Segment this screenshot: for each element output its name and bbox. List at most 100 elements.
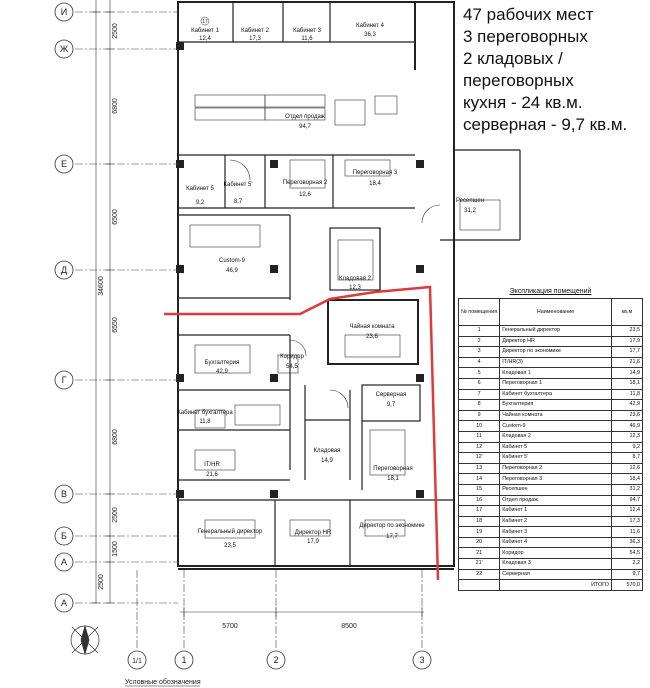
room-area: 31,2: [464, 208, 476, 214]
table-cell: 1: [457, 325, 501, 337]
table-cell: 21,6: [611, 356, 643, 369]
table-cell: 31,2: [611, 483, 643, 496]
table-cell: 6: [457, 377, 501, 390]
axis-label-col: 3: [419, 655, 424, 665]
room-area: 11,6: [301, 36, 313, 42]
axis-label-row: Е: [61, 159, 67, 169]
room-area: 54,5: [286, 364, 298, 370]
axis-label-row: Д: [61, 265, 67, 275]
column-header: Наименование: [499, 298, 612, 326]
room-name: Переговорная: [373, 466, 412, 472]
total-label: ИТОГО: [499, 579, 612, 591]
summary-line: серверная - 9,7 кв.м.: [463, 115, 628, 134]
furniture: [189, 94, 501, 539]
table-cell: Директор по экономике: [499, 346, 612, 358]
table-cell: 20: [457, 536, 501, 549]
red-markup-line: [164, 285, 440, 581]
room-area: 17,7: [386, 534, 398, 540]
table-cell: 12,4: [611, 505, 643, 517]
table-cell: 3: [457, 346, 501, 358]
room-name: Кабинет 5': [224, 182, 253, 188]
room-area: 18,1: [387, 476, 399, 482]
total-value: 570,0: [611, 579, 643, 591]
table-cell: Кабинет 1: [499, 505, 612, 517]
table-cell: Custom-9: [499, 420, 612, 432]
room-name: Кабинет 3: [293, 28, 321, 34]
table-cell: 12,3: [611, 430, 643, 443]
compass-icon: [70, 624, 100, 656]
axis-grid: [75, 11, 423, 650]
explication-table: Экспликация помещений № помещения Наимен…: [457, 288, 643, 591]
table-cell: 16: [457, 494, 501, 507]
table-cell: Кабинет 4: [499, 536, 612, 549]
dimension-total: 34600: [98, 276, 105, 296]
table-cell: 14: [457, 473, 501, 485]
dimension-label: 6800: [112, 429, 119, 445]
table-cell: 7: [457, 388, 501, 401]
room-name: Ресепшен: [456, 198, 484, 204]
axis-label-row: Ж: [60, 44, 69, 54]
dimension-label: 2500: [98, 574, 105, 590]
room-area: 9,7: [387, 402, 396, 408]
summary-note: 47 рабочих мест 3 переговорных 2 кладовы…: [463, 4, 648, 136]
dimension-label: 2500: [112, 23, 119, 39]
table-cell: 8: [457, 399, 501, 411]
summary-line: 47 рабочих мест: [463, 5, 594, 24]
axis-label-row: А: [61, 598, 67, 608]
table-cell: 5: [457, 367, 501, 379]
room-name: Генеральный директор: [198, 528, 263, 535]
room-name: Кладовая: [314, 448, 341, 454]
room-area: 12,6: [299, 192, 311, 198]
room-number: 17: [202, 19, 208, 25]
table-cell: Переговорная 2: [499, 462, 612, 475]
room-name: Отдел продаж: [285, 114, 325, 120]
room-name: Директор по экономике: [359, 523, 425, 529]
table-cell: 11,6: [611, 526, 643, 538]
table-cell: Кладовая 2: [499, 430, 612, 443]
room-name: Директор HR: [295, 530, 332, 536]
room-area: 9,2: [196, 200, 205, 206]
dimension-label: 8500: [341, 623, 357, 630]
table-cell: 23,5: [611, 325, 643, 337]
table-cell: Ресепшен: [499, 483, 612, 496]
explication-title: Экспликация помещений: [509, 288, 592, 295]
axis-label-col: 1: [181, 655, 186, 665]
row-axis-bubbles: [54, 2, 74, 613]
dimension-label: 5700: [222, 623, 238, 630]
table-cell: Кладовая 1: [499, 367, 612, 379]
table-cell: 21': [457, 558, 501, 570]
table-cell: 4: [457, 356, 501, 369]
table-cell: 13: [457, 462, 501, 475]
building-outline: [177, 1, 455, 567]
table-cell: 19: [457, 526, 501, 538]
table-cell: Переговорная 3: [499, 473, 612, 485]
room-name: Кабинет 4: [356, 23, 384, 29]
table-cell: 18: [457, 515, 501, 528]
table-cell: Кабинет 3: [499, 526, 612, 538]
column-header: № помещения: [457, 298, 501, 326]
table-cell: Переговорная 1: [499, 377, 612, 390]
table-cell: 17,9: [611, 335, 643, 348]
table-cell: 17,3: [611, 515, 643, 528]
axis-label-row: Б: [61, 531, 67, 541]
summary-line: 3 переговорных: [463, 27, 588, 46]
axis-label-row: И: [61, 7, 67, 17]
room-area: 21,6: [206, 472, 218, 478]
summary-line: кухня - 24 кв.м.: [463, 93, 583, 112]
